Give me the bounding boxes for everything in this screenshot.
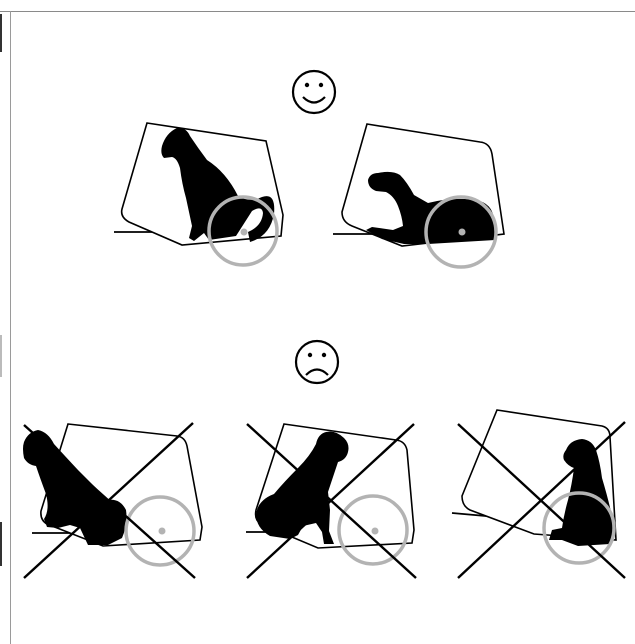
dog-in-tilted-crate	[452, 410, 625, 578]
dog-facing-wrong-way	[23, 423, 202, 578]
marker-dot	[459, 229, 466, 236]
marker-dot	[241, 229, 248, 236]
sitting-dog-correct	[114, 123, 283, 265]
dog-too-far-forward	[246, 424, 416, 578]
frowning-face-icon	[296, 341, 338, 383]
smiley-face-icon	[293, 71, 335, 113]
lying-dog-correct	[333, 124, 504, 267]
marker-dot	[159, 528, 166, 535]
marker-dot	[372, 528, 379, 535]
